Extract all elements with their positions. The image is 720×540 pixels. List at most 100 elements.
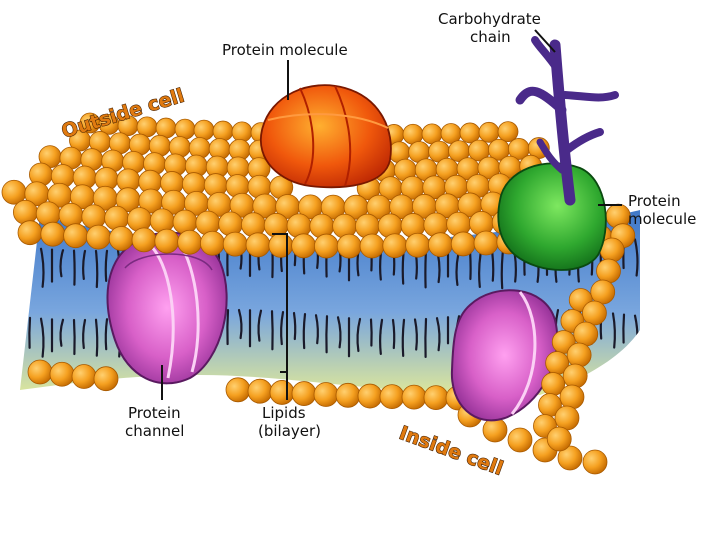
protein-lower-right [450, 289, 559, 422]
lipid-head [357, 383, 383, 409]
lipid-head [313, 233, 339, 259]
lipid-head [405, 232, 431, 258]
lipid-head [149, 208, 175, 234]
lipid-head [245, 232, 271, 258]
lipid-head [590, 279, 616, 305]
protein-channel-label-line2: channel [125, 422, 184, 440]
lipid-tail [270, 310, 274, 351]
lipid-head [268, 233, 294, 258]
lipid-head [17, 220, 43, 246]
protein-molecule-right-label-line2: molecule [628, 210, 696, 228]
lipid-tail [325, 315, 329, 354]
lipid-head [359, 233, 385, 259]
lipid-tail [302, 312, 307, 350]
lipid-head [450, 231, 476, 257]
lipid-head [172, 209, 198, 235]
lipid-head [40, 221, 66, 247]
lipid-tail [413, 318, 418, 351]
lipid-tail [424, 248, 428, 289]
lipid-tail [226, 308, 230, 346]
protein-molecule-top-label: Protein molecule [222, 41, 348, 59]
protein-channel [106, 231, 228, 385]
protein-channel-label-line1: Protein [128, 404, 181, 422]
lipid-head [546, 426, 572, 452]
lipid-head [86, 224, 111, 250]
lipid-tail [257, 309, 263, 342]
lipid-head [104, 205, 129, 231]
lipid-head [35, 201, 61, 227]
lipid-tail [633, 238, 639, 277]
lipid-tail [104, 318, 109, 351]
lipid-head [382, 233, 408, 259]
lipid-head [71, 364, 97, 389]
lipid-head [126, 207, 152, 232]
lipid-head [557, 445, 583, 471]
lipid-head [427, 232, 453, 258]
lipid-tail [280, 310, 285, 346]
lipid-tail [39, 317, 45, 358]
lipid-tail [82, 249, 87, 281]
lipid-head [335, 382, 361, 408]
leader-lines [161, 29, 622, 400]
lipid-head [582, 449, 608, 475]
lipid-head [423, 385, 449, 411]
lipid-tail [391, 318, 396, 350]
carbohydrate-chain-label-line1: Carbohydrate [438, 10, 541, 28]
lipid-tail [468, 249, 472, 281]
lipid-head [291, 381, 317, 406]
lipid-tail [356, 317, 362, 353]
lipid-head [174, 118, 196, 140]
lipid-head [63, 223, 88, 249]
lipid-tail [490, 249, 495, 282]
lipid-head [596, 258, 621, 284]
lipid-head [562, 363, 588, 389]
lipid-head [27, 359, 53, 385]
lipid-head [401, 384, 427, 410]
lipid-head [559, 384, 585, 410]
lipid-head [379, 384, 405, 410]
lipid-tail [314, 314, 319, 345]
lipid-tail [336, 316, 342, 349]
lipid-tail [435, 317, 441, 352]
lipid-head [108, 226, 134, 251]
lipid-head [554, 405, 580, 431]
lipid-head [195, 210, 221, 236]
lipid-head [131, 227, 157, 253]
lipid-head [269, 380, 295, 405]
lipid-tail [72, 318, 76, 356]
lipid-tail [611, 312, 616, 349]
lipid-head [566, 342, 592, 368]
lipid-tail [622, 313, 626, 344]
carbohydrate-chain [515, 36, 619, 206]
lipid-head [212, 120, 234, 142]
lipid-head [482, 417, 508, 443]
lipid-head [225, 377, 251, 403]
protein-molecule-right [497, 162, 607, 271]
lipid-head [12, 199, 38, 225]
lipid-tail [237, 308, 243, 340]
lipid-tail [424, 317, 428, 359]
lipid-tail [82, 318, 87, 350]
lipid-head [222, 231, 248, 257]
lipid-tail [292, 311, 297, 341]
lipids-label-line2: (bilayer) [258, 422, 321, 440]
lipid-head [313, 382, 339, 407]
lipid-tail [72, 249, 76, 286]
lipid-tail [369, 318, 373, 347]
lipid-tail [401, 318, 406, 357]
protein-molecule-top [259, 84, 392, 189]
lipids-label-line1: Lipids [262, 404, 306, 422]
lipid-tail [28, 246, 32, 279]
upper-lipid-heads [1, 112, 636, 452]
lipid-head [49, 361, 75, 387]
lipid-head [199, 230, 225, 256]
carbohydrate-chain-label-line2: chain [470, 28, 511, 46]
lipid-head [473, 230, 499, 256]
lipid-tail [500, 249, 505, 290]
lipid-head [507, 427, 533, 453]
lipid-tail [39, 247, 45, 288]
lipid-head [573, 321, 599, 347]
lipid-head [336, 233, 362, 259]
lipid-head [193, 119, 215, 141]
lipid-tail [94, 249, 99, 289]
